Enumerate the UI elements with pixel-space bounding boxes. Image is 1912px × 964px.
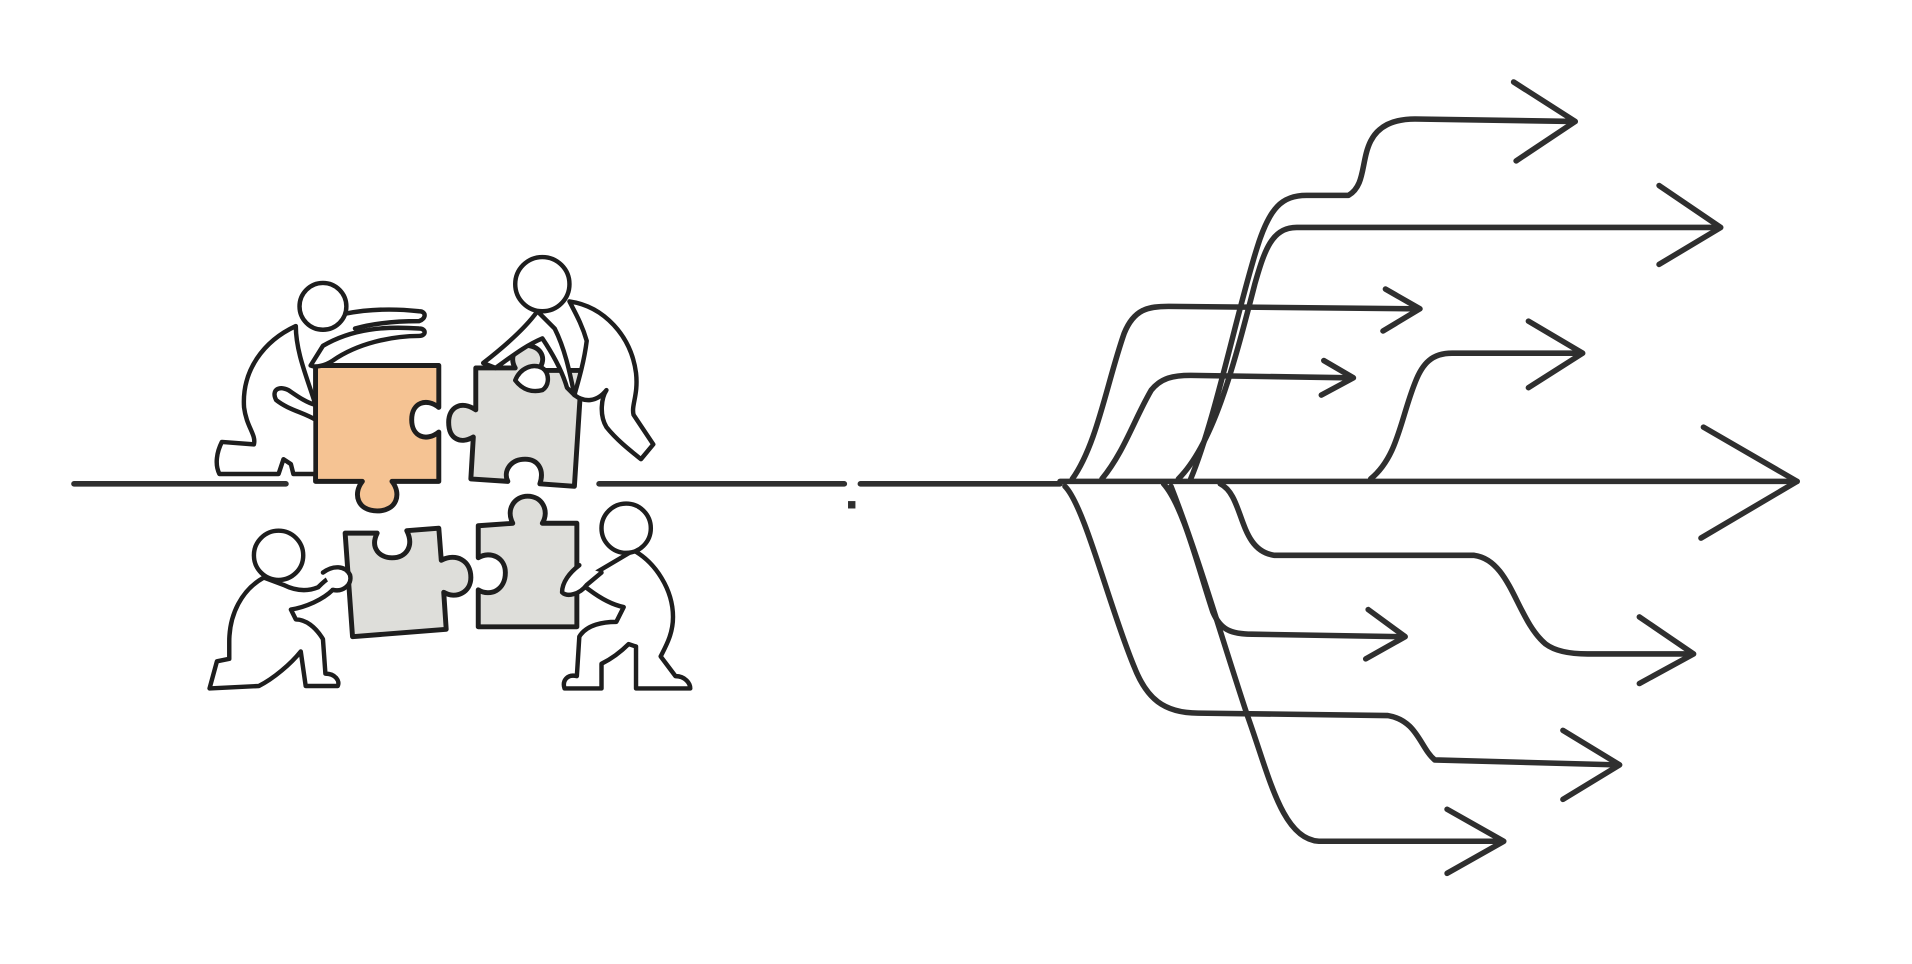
arrow-branch-6-head [1636, 614, 1697, 687]
arrow-branch-2-head [1318, 357, 1357, 398]
arrow-branch-5-line [1367, 350, 1583, 482]
team-figures [207, 254, 693, 691]
puzzle-pieces [313, 343, 585, 640]
arrow-branch-8-line [1062, 483, 1620, 768]
figure-pointing-body [214, 323, 318, 477]
arrow-branch-9-line [1168, 483, 1505, 845]
arrow-main-head [1698, 424, 1800, 541]
figure-kneeling-left-body [207, 573, 345, 691]
arrow-branch-5-head [1525, 318, 1586, 391]
figure-kneeling-right-head [599, 501, 654, 556]
figure-kneeling-right-arm [559, 562, 604, 597]
grey-puzzle-piece-bottom-right [475, 493, 580, 630]
figure-carrying [480, 254, 656, 462]
figure-pointing [214, 280, 427, 477]
arrow-branch-4-head [1510, 79, 1579, 164]
figure-kneeling-left [207, 528, 353, 691]
figure-carrying-body [567, 299, 656, 462]
baseline-tick-mark [848, 501, 856, 509]
baseline [71, 481, 1063, 509]
scene-layer [71, 79, 1800, 877]
arrow-branch-6-line [1217, 481, 1694, 657]
grey-puzzle-piece-bottom-left [342, 525, 474, 640]
orange-puzzle-piece [313, 363, 442, 514]
figure-kneeling-left-arm [320, 565, 353, 593]
figure-kneeling-right-body [561, 548, 693, 691]
figure-pointing-hand [342, 307, 427, 331]
arrow-branch-3-head [1656, 182, 1724, 268]
figure-carrying-hand [513, 363, 551, 394]
arrow-branch-1-line [1069, 303, 1421, 482]
figure-pointing-arm [308, 325, 427, 369]
figure-pointing-head [297, 280, 349, 332]
branch-arrows [1057, 79, 1800, 877]
figure-kneeling-right [559, 501, 693, 691]
arrow-branch-7-head [1362, 606, 1408, 662]
figure-carrying-arm [480, 309, 577, 398]
figure-kneeling-left-head [251, 528, 306, 583]
figure-carrying-head [513, 254, 572, 314]
arrow-branch-8-head [1560, 727, 1623, 803]
arrow-branch-4-line [1187, 116, 1576, 482]
arrow-branch-9-head [1444, 806, 1507, 877]
arrow-branch-1-head [1380, 286, 1423, 334]
arrow-branch-2-line [1099, 372, 1354, 482]
